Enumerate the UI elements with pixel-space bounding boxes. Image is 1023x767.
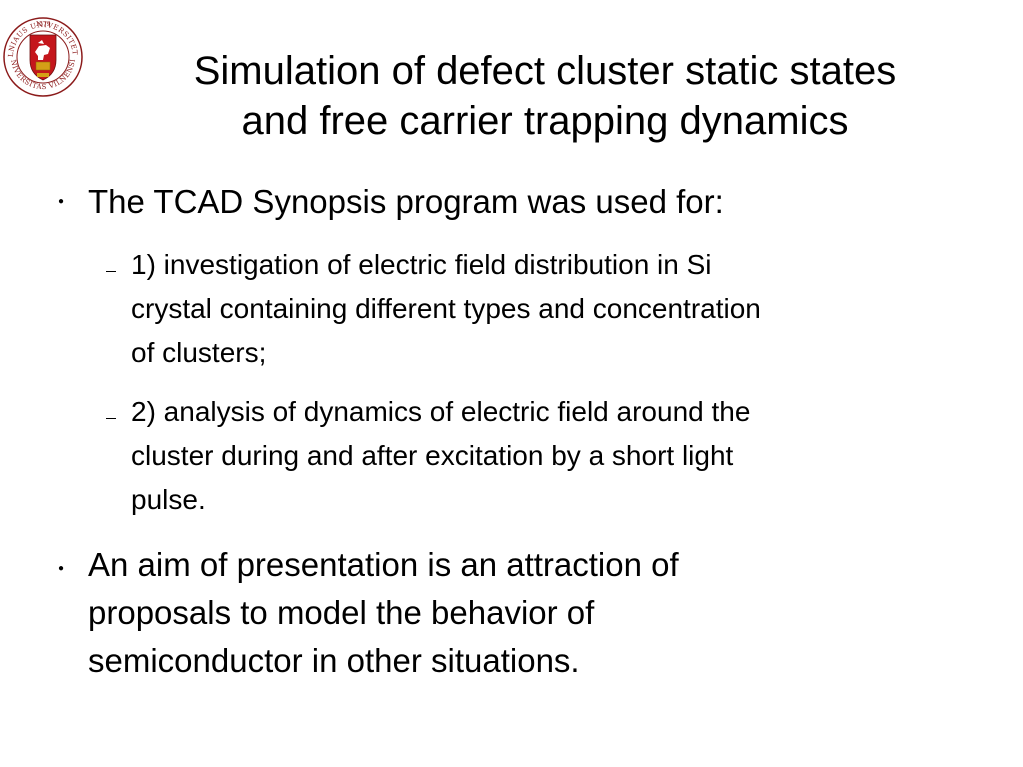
sub-bullet-dash-icon [106,271,116,272]
sub-bullet-2-line-2: cluster during and after excitation by a… [131,440,734,471]
slide-title-line-1: Simulation of defect cluster static stat… [193,49,897,93]
sub-bullet-2-line-1: 2) analysis of dynamics of electric fiel… [131,396,751,427]
bullet-2-line-3: semiconductor in other situations. [88,642,580,679]
bullet-2-line-1: An aim of presentation is an attraction … [88,546,679,583]
sub-bullet-1-line-3: of clusters; [131,337,267,368]
sub-bullet-1-line-2: crystal containing different types and c… [131,293,761,324]
bullet-1-text: The TCAD Synopsis program was used for: [88,183,724,220]
slide-title-line-2: and free carrier trapping dynamics [241,99,849,143]
sub-bullet-dash-icon [106,418,116,419]
sub-bullet-1-line-1: 1) investigation of electric field distr… [131,249,712,280]
bullet-dot-icon: ● [58,563,65,574]
svg-text:1579: 1579 [35,21,50,28]
sub-bullet-2-line-3: pulse. [131,484,206,515]
bullet-2-line-2: proposals to model the behavior of [88,594,595,631]
slide-title: Simulation of defect cluster static stat… [90,46,1000,146]
bullet-dot-icon: ● [58,196,65,207]
university-seal-logo: VILNIAUS UNIVERSITETAS UNIVERSITAS VILNE… [0,0,84,112]
